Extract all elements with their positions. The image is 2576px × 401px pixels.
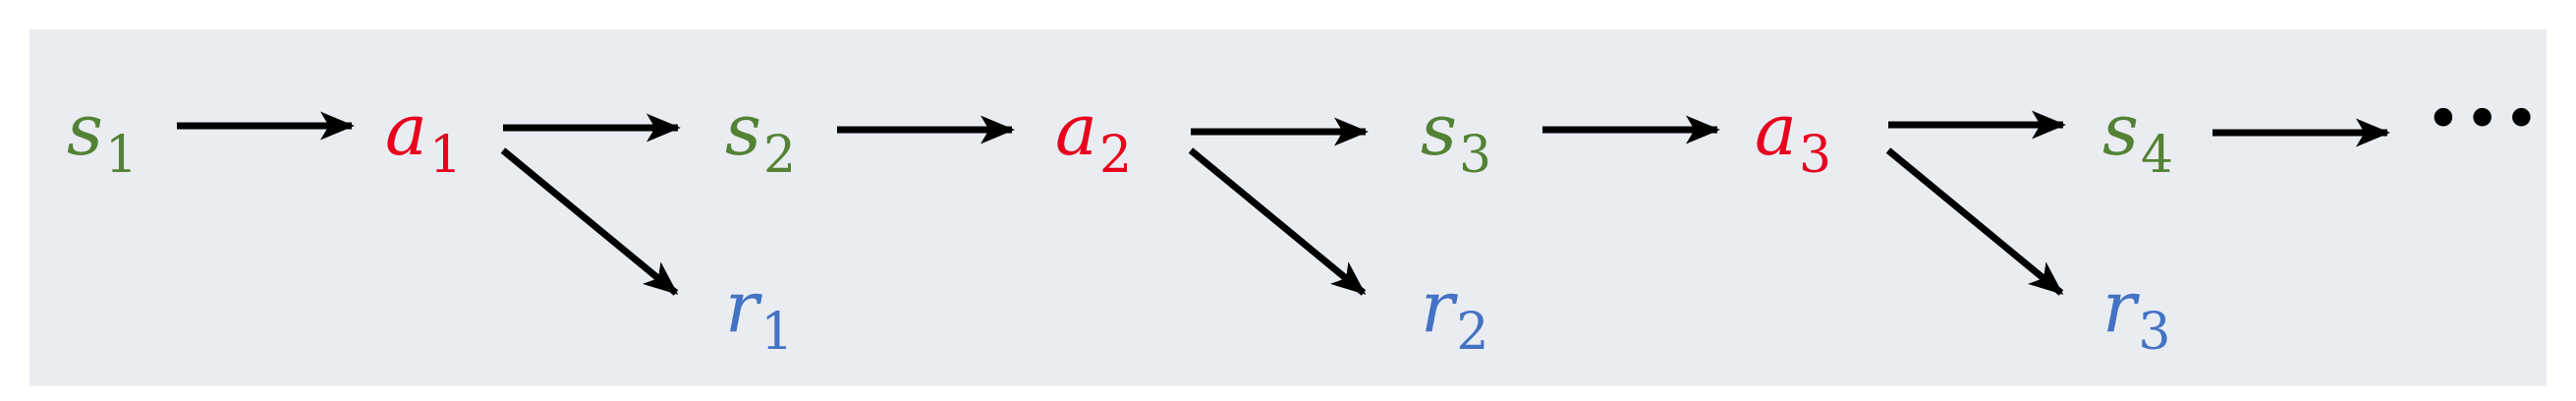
- action-a3: a3: [1755, 88, 1832, 185]
- state-s2: s2: [725, 88, 797, 185]
- reward-r1: r1: [725, 265, 794, 362]
- arrow-a1-r1: [500, 147, 679, 296]
- arrow-a2-r2: [1188, 147, 1367, 296]
- reward-r3: r3: [2102, 265, 2171, 362]
- continuation-ellipsis: •••: [2425, 84, 2543, 156]
- state-s1: s1: [67, 88, 139, 185]
- arrow-a3-r3: [1885, 147, 2064, 296]
- reward-r2: r2: [1421, 265, 1489, 362]
- state-s3: s3: [1421, 88, 1492, 185]
- action-a1: a1: [385, 88, 463, 185]
- state-s4: s4: [2102, 88, 2174, 185]
- action-a2: a2: [1055, 88, 1133, 185]
- diagram-background: [29, 29, 2547, 386]
